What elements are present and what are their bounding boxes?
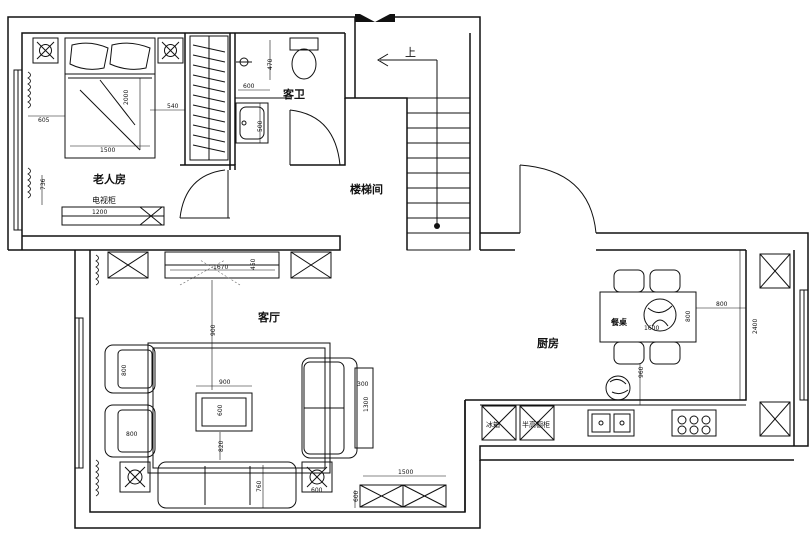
dim-sofa-right-2: 300 bbox=[357, 381, 369, 388]
armchair-left-top bbox=[104, 344, 156, 394]
armchair-left-bottom bbox=[104, 404, 156, 458]
half-cabinet-label: 半高橱柜 bbox=[522, 420, 550, 429]
entry-marker-icon bbox=[355, 14, 395, 22]
dim-corner-table: 600 bbox=[311, 487, 323, 494]
dim-living-gap: 900 bbox=[210, 324, 217, 336]
dim-bath-470: 470 bbox=[267, 58, 274, 70]
kitchen-cabinet-right-top bbox=[759, 253, 791, 289]
room-label-kitchen: 厨房 bbox=[537, 336, 559, 350]
room-label-guest-bath: 客卫 bbox=[282, 87, 305, 101]
dim-bottom-cab: 1500 bbox=[398, 469, 413, 476]
kitchen-plant bbox=[605, 375, 631, 401]
dim-kitchen-gap: 960 bbox=[638, 366, 645, 378]
cabinet-top-right bbox=[290, 251, 332, 279]
room-label-living: 客厅 bbox=[257, 310, 280, 324]
side-table-right bbox=[354, 367, 374, 449]
dining-table bbox=[599, 291, 697, 343]
sofa-right bbox=[301, 357, 358, 459]
dim-sofa-right-1: 1300 bbox=[363, 397, 370, 412]
stair-start-dot bbox=[434, 223, 440, 229]
stove-icon bbox=[671, 409, 717, 437]
room-label-stairwell: 楼梯间 bbox=[350, 182, 383, 196]
bed bbox=[64, 37, 156, 159]
dim-bottom-cab-h: 600 bbox=[353, 490, 360, 502]
tv-cabinet-bedroom bbox=[61, 206, 165, 226]
dim-bed-width: 1500 bbox=[100, 147, 115, 154]
dim-tv-cab-living: 1670 bbox=[213, 264, 228, 271]
basin bbox=[235, 102, 269, 144]
dim-kitchen-height: 2400 bbox=[752, 319, 759, 334]
nightstand-left bbox=[32, 37, 59, 64]
dining-chairs bbox=[613, 269, 681, 365]
half-height-cabinet bbox=[519, 405, 555, 441]
kitchen-cabinet-right-bottom bbox=[759, 401, 791, 437]
corner-table-left bbox=[119, 461, 151, 493]
dim-coffee-w: 900 bbox=[219, 379, 231, 386]
fridge bbox=[481, 405, 517, 441]
coffee-table bbox=[195, 392, 253, 432]
dim-dining-round: 1600 bbox=[644, 325, 659, 332]
dim-chair-1: 800 bbox=[121, 364, 128, 376]
dim-chair-2: 800 bbox=[126, 431, 138, 438]
sofa-bottom bbox=[157, 461, 297, 509]
dining-table-label: 餐桌 bbox=[610, 317, 628, 327]
dim-bed-left: 605 bbox=[38, 117, 50, 124]
dim-bath-500: 500 bbox=[257, 120, 264, 132]
door-bath bbox=[289, 109, 341, 166]
dim-dining-depth: 800 bbox=[685, 310, 692, 322]
radiators bbox=[27, 71, 99, 497]
dim-tv-cab-depth: 450 bbox=[250, 258, 257, 270]
dim-coffee-h: 600 bbox=[217, 404, 224, 416]
window-left-living bbox=[74, 317, 84, 469]
dim-sofa-gap: 760 bbox=[256, 480, 263, 492]
dim-tv-cab-bed: 1200 bbox=[92, 209, 107, 216]
dim-coffee-gap: 820 bbox=[218, 440, 225, 452]
dim-bed-side: 540 bbox=[167, 103, 179, 110]
tv-cabinet-living bbox=[164, 251, 280, 279]
room-label-elderly: 老人房 bbox=[92, 172, 126, 186]
tv-cabinet-label: 电视柜 bbox=[92, 195, 116, 205]
fridge-label: 冰箱 bbox=[486, 420, 500, 429]
shower bbox=[236, 57, 252, 67]
dim-bedroom-side: 736 bbox=[40, 178, 47, 190]
corner-table-right bbox=[301, 461, 333, 493]
dimension-lines bbox=[28, 40, 746, 508]
dim-dining-right: 800 bbox=[716, 301, 728, 308]
toilet bbox=[289, 37, 319, 80]
staircase bbox=[377, 53, 471, 251]
dining-centerpiece bbox=[643, 298, 677, 332]
door-bedroom bbox=[179, 169, 230, 219]
cabinet-bottom bbox=[359, 484, 447, 508]
dim-bed-length: 2000 bbox=[123, 90, 130, 105]
window-kitchen-right bbox=[799, 289, 809, 401]
window-left-bedroom bbox=[13, 69, 23, 231]
stair-up-label: 上 bbox=[405, 46, 416, 59]
ceiling-light-rays bbox=[179, 259, 241, 286]
nightstand-right bbox=[157, 37, 184, 64]
sink bbox=[587, 409, 635, 437]
wardrobe bbox=[189, 35, 229, 161]
door-kitchen bbox=[519, 164, 597, 234]
cabinet-top-left bbox=[107, 251, 149, 279]
dim-bath-600: 600 bbox=[243, 83, 255, 90]
